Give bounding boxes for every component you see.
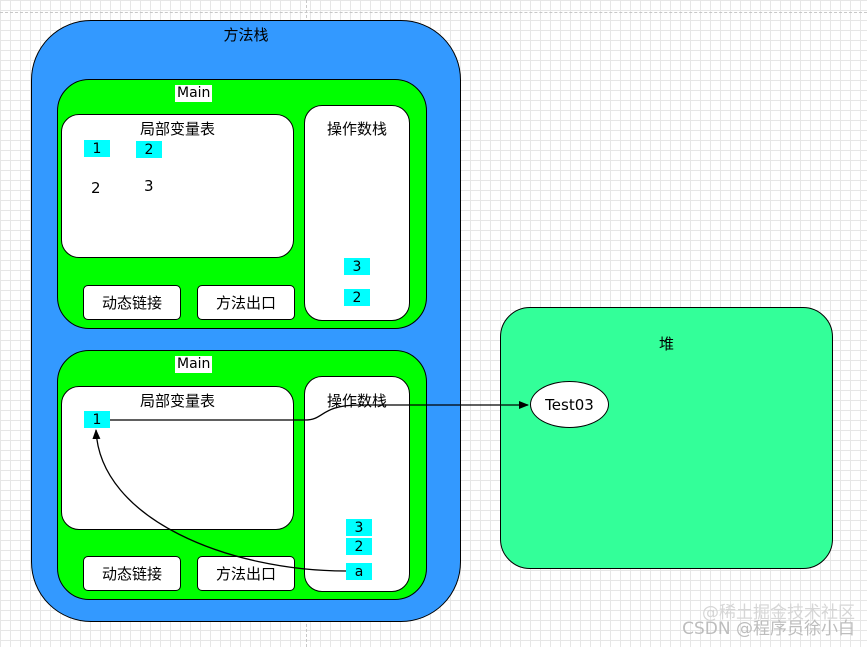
frame-title-1: Main [175, 85, 213, 102]
local-variable-table-1[interactable] [61, 114, 294, 258]
local-variable-table-title-2: 局部变量表 [139, 392, 215, 410]
arrow-operand-to-local [92, 429, 347, 572]
method-exit-button-1[interactable]: 方法出口 [197, 285, 295, 320]
dynamic-link-button-2[interactable]: 动态链接 [83, 556, 181, 591]
local-value-1: 2 [91, 179, 101, 197]
local-value-2: 3 [144, 177, 154, 195]
operand-stack-2[interactable] [304, 376, 410, 592]
operand-stack-title-1: 操作数栈 [326, 120, 387, 138]
watermark: @稀土掘金技术社区 CSDN @程序员徐小白 [682, 602, 855, 640]
heap-title: 堆 [658, 335, 674, 353]
local-variable-table-title-1: 局部变量表 [139, 120, 215, 138]
operand-item-a[interactable]: a [346, 563, 372, 580]
watermark-line-2: CSDN @程序员徐小白 [682, 619, 855, 639]
operand-item-2[interactable]: 2 [346, 538, 372, 555]
operand-stack-1[interactable] [304, 105, 410, 321]
guide-line-horizontal [0, 12, 867, 13]
watermark-line-1: @稀土掘金技术社区 [702, 603, 855, 623]
local-variable-table-2[interactable] [61, 386, 294, 530]
operand-item-3[interactable]: 3 [344, 258, 370, 275]
local-slot-1-ref[interactable]: 1 [84, 411, 110, 428]
heap-object-test03[interactable]: Test03 [530, 381, 609, 428]
method-stack-title: 方法栈 [223, 26, 269, 44]
heap-container[interactable] [500, 307, 833, 569]
method-exit-button-2[interactable]: 方法出口 [197, 556, 295, 591]
local-slot-1[interactable]: 1 [84, 140, 110, 157]
dynamic-link-button-1[interactable]: 动态链接 [83, 285, 181, 320]
frame-title-2: Main [175, 356, 213, 373]
operand-item-3[interactable]: 3 [346, 519, 372, 536]
arrow-local-to-heap-object [110, 401, 529, 421]
local-slot-2[interactable]: 2 [136, 141, 162, 158]
operand-item-2[interactable]: 2 [344, 289, 370, 306]
